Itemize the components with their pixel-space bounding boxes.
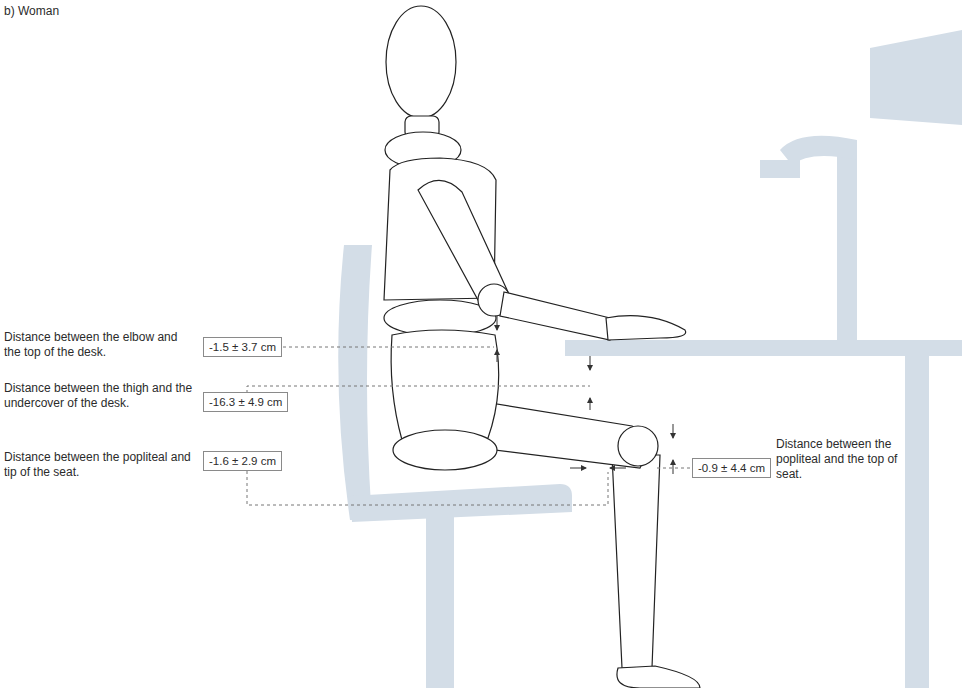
- value-text: -1.6 ± 2.9 cm: [209, 455, 276, 467]
- leader-lines: [247, 347, 690, 505]
- value-box: -16.3 ± 4.9 cm: [203, 392, 288, 412]
- mannequin: [384, 6, 700, 688]
- description-label: Distance between the popliteal and the t…: [776, 437, 926, 482]
- value-box: -0.9 ± 4.4 cm: [692, 458, 771, 478]
- value-box: -1.6 ± 2.9 cm: [203, 451, 282, 471]
- figure-title: b) Woman: [4, 4, 59, 19]
- dimension-arrows: [497, 316, 673, 474]
- description-label: Distance between the popliteal and tip o…: [4, 450, 196, 480]
- description-label: Distance between the thigh and the under…: [4, 381, 196, 411]
- furniture-silhouette: [338, 30, 962, 688]
- value-box: -1.5 ± 3.7 cm: [203, 337, 282, 357]
- value-text: -0.9 ± 4.4 cm: [698, 462, 765, 474]
- description-label: Distance between the elbow and the top o…: [4, 330, 196, 360]
- value-text: -1.5 ± 3.7 cm: [209, 341, 276, 353]
- value-text: -16.3 ± 4.9 cm: [209, 396, 282, 408]
